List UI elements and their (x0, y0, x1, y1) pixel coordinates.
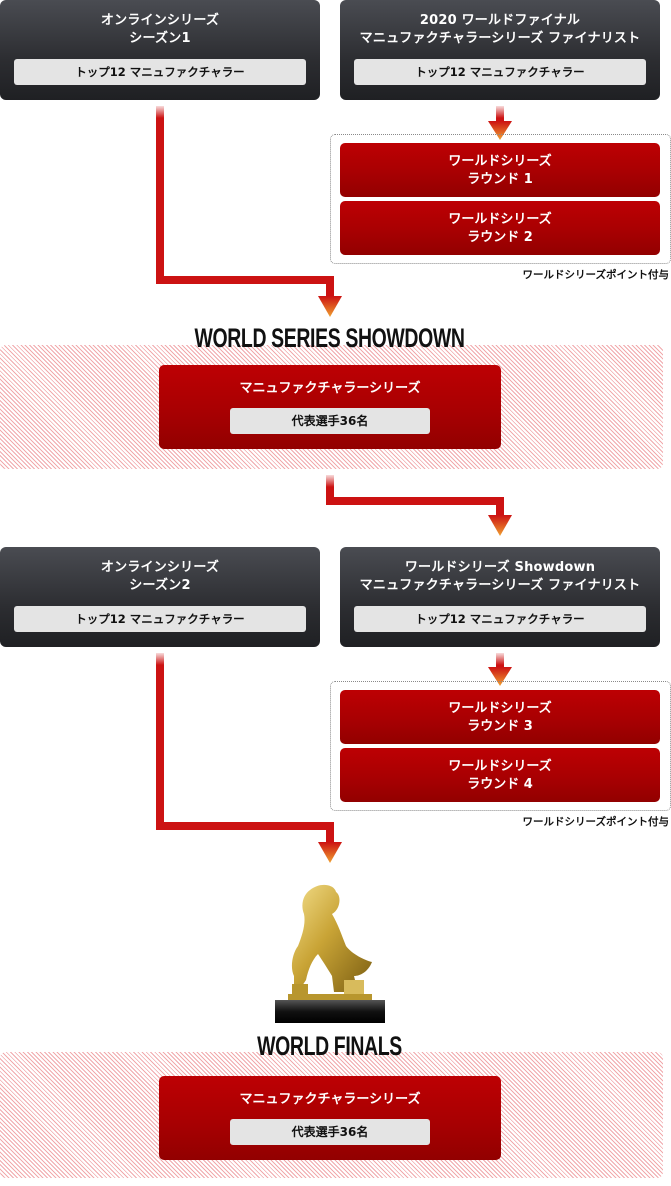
box-title: オンラインシリーズ シーズン1 (0, 0, 320, 48)
box-title: オンラインシリーズ シーズン2 (0, 547, 320, 595)
world-series-round1: ワールドシリーズ ラウンド 1 (340, 143, 660, 197)
world-series-round4: ワールドシリーズ ラウンド 4 (340, 748, 660, 802)
finals-manufacturer-series-box: マニュファクチャラーシリーズ 代表選手36名 (159, 1076, 501, 1160)
connector-line (326, 497, 504, 505)
connector-line (156, 653, 164, 830)
finals-heading: WORLD FINALS (257, 1031, 402, 1061)
connector-line (326, 276, 334, 298)
online-series-season1-box: オンラインシリーズ シーズン1 トップ12 マニュファクチャラー (0, 0, 320, 100)
top12-pill: トップ12 マニュファクチャラー (14, 606, 306, 632)
arrow-down-icon (488, 121, 512, 140)
title-line1: 2020 ワールドファイナル (419, 13, 581, 28)
round-line2: ラウンド 2 (467, 230, 533, 245)
title-line1: オンラインシリーズ (100, 560, 220, 575)
representatives-pill: 代表選手36名 (230, 408, 430, 434)
connector-line (156, 106, 164, 284)
arrow-down-icon (488, 515, 512, 536)
title-line2: マニュファクチャラーシリーズ ファイナリスト (359, 578, 641, 593)
world-series-round3: ワールドシリーズ ラウンド 3 (340, 690, 660, 744)
round-line1: ワールドシリーズ (448, 759, 552, 774)
box-title: ワールドシリーズ Showdown マニュファクチャラーシリーズ ファイナリスト (340, 547, 660, 595)
arrow-down-icon (318, 842, 342, 863)
round-line1: ワールドシリーズ (448, 154, 552, 169)
showdown-manufacturer-series-box: マニュファクチャラーシリーズ 代表選手36名 (159, 365, 501, 449)
connector-line (326, 475, 334, 505)
top12-pill: トップ12 マニュファクチャラー (354, 606, 646, 632)
trophy-icon (275, 884, 385, 1023)
arrow-down-icon (488, 667, 512, 686)
representatives-pill: 代表選手36名 (230, 1119, 430, 1145)
box-title: 2020 ワールドファイナル マニュファクチャラーシリーズ ファイナリスト (340, 0, 660, 48)
stage-title: マニュファクチャラーシリーズ (239, 1092, 421, 1107)
connector-line (156, 276, 334, 284)
world-final-2020-finalist-box: 2020 ワールドファイナル マニュファクチャラーシリーズ ファイナリスト トッ… (340, 0, 660, 100)
top12-pill: トップ12 マニュファクチャラー (14, 59, 306, 85)
title-line2: マニュファクチャラーシリーズ ファイナリスト (359, 31, 641, 46)
round-line2: ラウンド 1 (467, 172, 533, 187)
connector-line (496, 497, 504, 517)
points-note: ワールドシリーズポイント付与 (522, 269, 669, 281)
connector-line (326, 822, 334, 844)
title-line2: シーズン1 (129, 31, 191, 46)
points-note: ワールドシリーズポイント付与 (522, 816, 669, 828)
stage-title: マニュファクチャラーシリーズ (239, 381, 421, 396)
connector-line (496, 106, 504, 124)
showdown-heading: WORLD SERIES SHOWDOWN (194, 323, 465, 353)
world-series-round2: ワールドシリーズ ラウンド 2 (340, 201, 660, 255)
title-line1: オンラインシリーズ (100, 13, 220, 28)
arrow-down-icon (318, 296, 342, 317)
round-line1: ワールドシリーズ (448, 701, 552, 716)
title-line2: シーズン2 (129, 578, 191, 593)
round-line1: ワールドシリーズ (448, 212, 552, 227)
title-line1: ワールドシリーズ Showdown (404, 560, 596, 575)
showdown-finalist-box: ワールドシリーズ Showdown マニュファクチャラーシリーズ ファイナリスト… (340, 547, 660, 647)
online-series-season2-box: オンラインシリーズ シーズン2 トップ12 マニュファクチャラー (0, 547, 320, 647)
top12-pill: トップ12 マニュファクチャラー (354, 59, 646, 85)
round-line2: ラウンド 3 (467, 719, 533, 734)
round-line2: ラウンド 4 (467, 777, 533, 792)
connector-line (156, 822, 334, 830)
connector-line (496, 653, 504, 669)
